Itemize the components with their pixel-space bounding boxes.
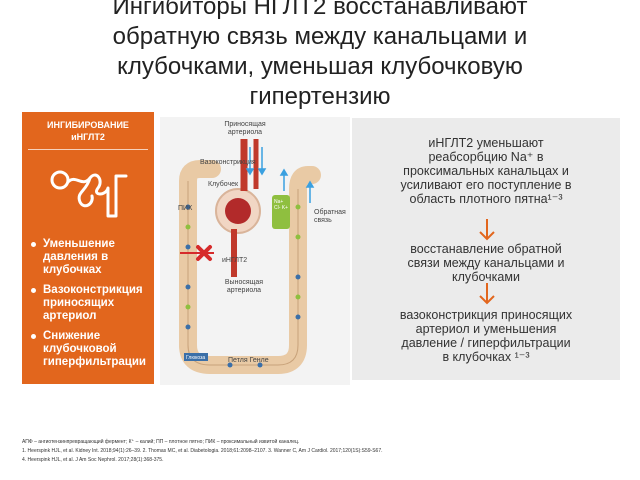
step-line: проксимальных канальцах и (403, 164, 569, 178)
glomerulus-label: Клубочек (208, 181, 239, 188)
step-line: иНГЛТ2 уменьшают (428, 136, 544, 150)
title-line: клубочками, уменьшая клубочковую (117, 53, 523, 80)
nephron-diagram: Приносящая артериола Вазоконстрикция Клу… (160, 117, 350, 385)
footnote-line: 1. Heerspink HJL, et al. Kidney Int. 201… (22, 448, 383, 454)
step-line: восстанавление обратной (410, 242, 562, 256)
nephron-icon (50, 170, 128, 218)
step-line: усиливают его поступление в (400, 178, 572, 192)
mechanism-panel: иНГЛТ2 уменьшают реабсорбцию Na⁺ в прокс… (352, 118, 620, 380)
title-line: Ингибиторы НГЛТ2 восстанавливают (112, 0, 528, 20)
inhibition-heading: ИНГИБИРОВАНИЕ иНГЛТ2 (28, 112, 148, 150)
nephron-illustration (179, 139, 321, 374)
title-line: обратную связь между канальцами и (112, 23, 528, 50)
step-line: в клубочках ¹⁻³ (442, 350, 530, 364)
step-line: связи между канальцами и (407, 256, 565, 270)
afferent-label: Приносящая артериола (224, 121, 266, 136)
effects-list: Уменьшение давления в клубочках Вазоконс… (22, 224, 154, 369)
heading-line: иНГЛТ2 (71, 132, 105, 142)
slide-title: Ингибиторы НГЛТ2 восстанавливают обратну… (20, 0, 620, 114)
pik-label: ПИК (178, 205, 193, 212)
step-line: артериол и уменьшения (415, 322, 557, 336)
heading-line: ИНГИБИРОВАНИЕ (47, 120, 129, 130)
mechanism-step-1: иНГЛТ2 уменьшают реабсорбцию Na⁺ в прокс… (352, 136, 620, 206)
inhibitor-label: иНГЛТ2 (222, 257, 248, 264)
down-arrow-icon (479, 219, 495, 241)
legend-label: Глюкоза (186, 355, 206, 361)
step-line: область плотного пятна¹⁻³ (409, 192, 563, 206)
inhibition-panel: ИНГИБИРОВАНИЕ иНГЛТ2 Уменьшение давления… (22, 112, 154, 384)
feedback-label: Обратная связь (314, 209, 346, 224)
mechanism-step-3: вазоконстрикция приносящих артериол и ум… (352, 308, 620, 364)
list-item: Вазоконстрикция приносящих артериол (30, 284, 150, 323)
down-arrow-icon (479, 283, 495, 305)
list-item: Уменьшение давления в клубочках (30, 238, 150, 277)
vasoconstriction-label: Вазоконстрикция (200, 159, 256, 166)
step-line: давление / гиперфильтрации (401, 336, 571, 350)
mechanism-step-2: восстанавление обратной связи между кана… (352, 242, 620, 284)
footnote-line: АПФ – ангиотензинпревращающий фермент; К… (22, 439, 300, 445)
footnotes: АПФ – ангиотензинпревращающий фермент; К… (22, 438, 622, 465)
title-line: гипертензию (249, 83, 391, 110)
transport-label: Na+ Cl- K+ (274, 199, 289, 211)
list-item: Снижение клубочковой гиперфильтрации (30, 330, 150, 369)
efferent-label: Выносящая артериола (224, 279, 264, 294)
step-line: реабсорбцию Na⁺ в (428, 150, 544, 164)
loop-label: Петля Генле (228, 357, 269, 364)
footnote-line: 4. Heerspink HJL, et al. J Am Soc Nephro… (22, 457, 164, 463)
step-line: клубочками (452, 270, 520, 284)
step-line: вазоконстрикция приносящих (399, 308, 573, 322)
